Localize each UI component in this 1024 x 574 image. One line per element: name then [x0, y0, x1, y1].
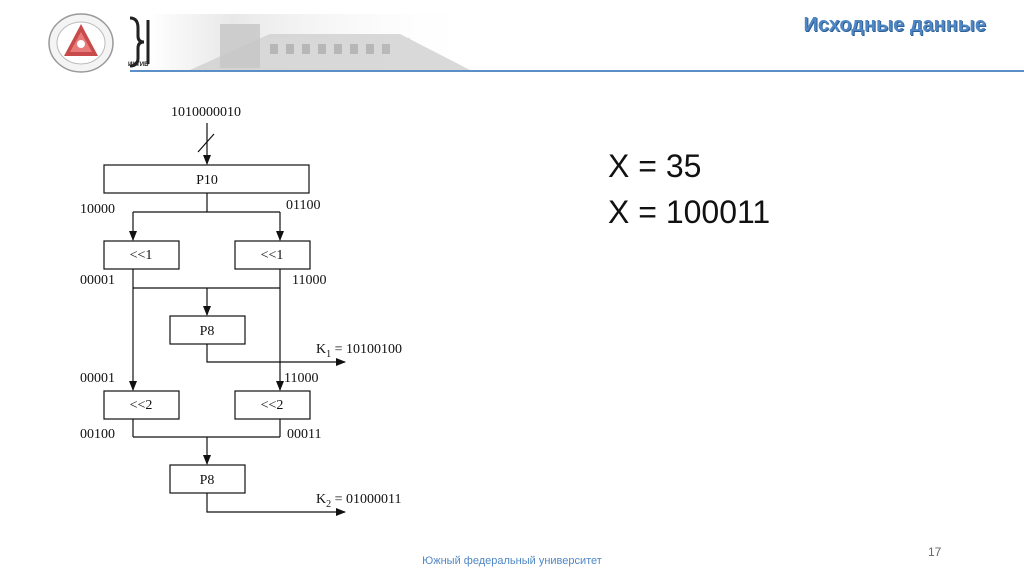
after-shift2-left-label: 00100 [80, 427, 115, 442]
building-photo [150, 14, 480, 77]
p10-label: P10 [196, 173, 218, 188]
shift1-right-label: <<1 [261, 248, 284, 263]
shift1-right-box [234, 240, 311, 270]
shift2-right-label: <<2 [261, 398, 284, 413]
page-number: 17 [928, 545, 942, 559]
shift2-right-box [234, 390, 311, 420]
k2-label: K2 = 01000011 [316, 492, 402, 510]
shift1-left-box [103, 240, 180, 270]
footer-university: Южный федеральный университет [422, 555, 602, 567]
p8-bottom-label: P8 [200, 473, 215, 488]
k1-label: K1 = 10100100 [316, 342, 402, 360]
p8-bottom-box [169, 464, 246, 494]
university-logo [46, 12, 116, 79]
after-shift1-right-label: 11000 [292, 273, 326, 288]
shift2-left-label: <<2 [130, 398, 153, 413]
right-before-shift2-label: 11000 [284, 371, 318, 386]
bus-slash [197, 133, 215, 153]
header-divider [130, 70, 1024, 72]
p8-top-label: P8 [200, 324, 215, 339]
slide-title: Исходные данные [803, 14, 986, 36]
formula-decimal: X = 35 [608, 148, 702, 184]
shift2-left-box [103, 390, 180, 420]
ictib-logo-text: ИКТИБ [128, 62, 149, 68]
ictib-logo: ИКТИБ [126, 14, 154, 79]
p10-box [103, 164, 310, 194]
formula-binary: X = 100011 [608, 194, 771, 230]
left-half-label: 10000 [80, 202, 115, 217]
after-shift1-left-label: 00001 [80, 273, 115, 288]
right-half-label: 01100 [286, 198, 320, 213]
input-key-label: 1010000010 [171, 105, 241, 120]
after-shift2-right-label: 00011 [287, 427, 321, 442]
shift1-left-label: <<1 [130, 248, 153, 263]
left-before-shift2-label: 00001 [80, 371, 115, 386]
